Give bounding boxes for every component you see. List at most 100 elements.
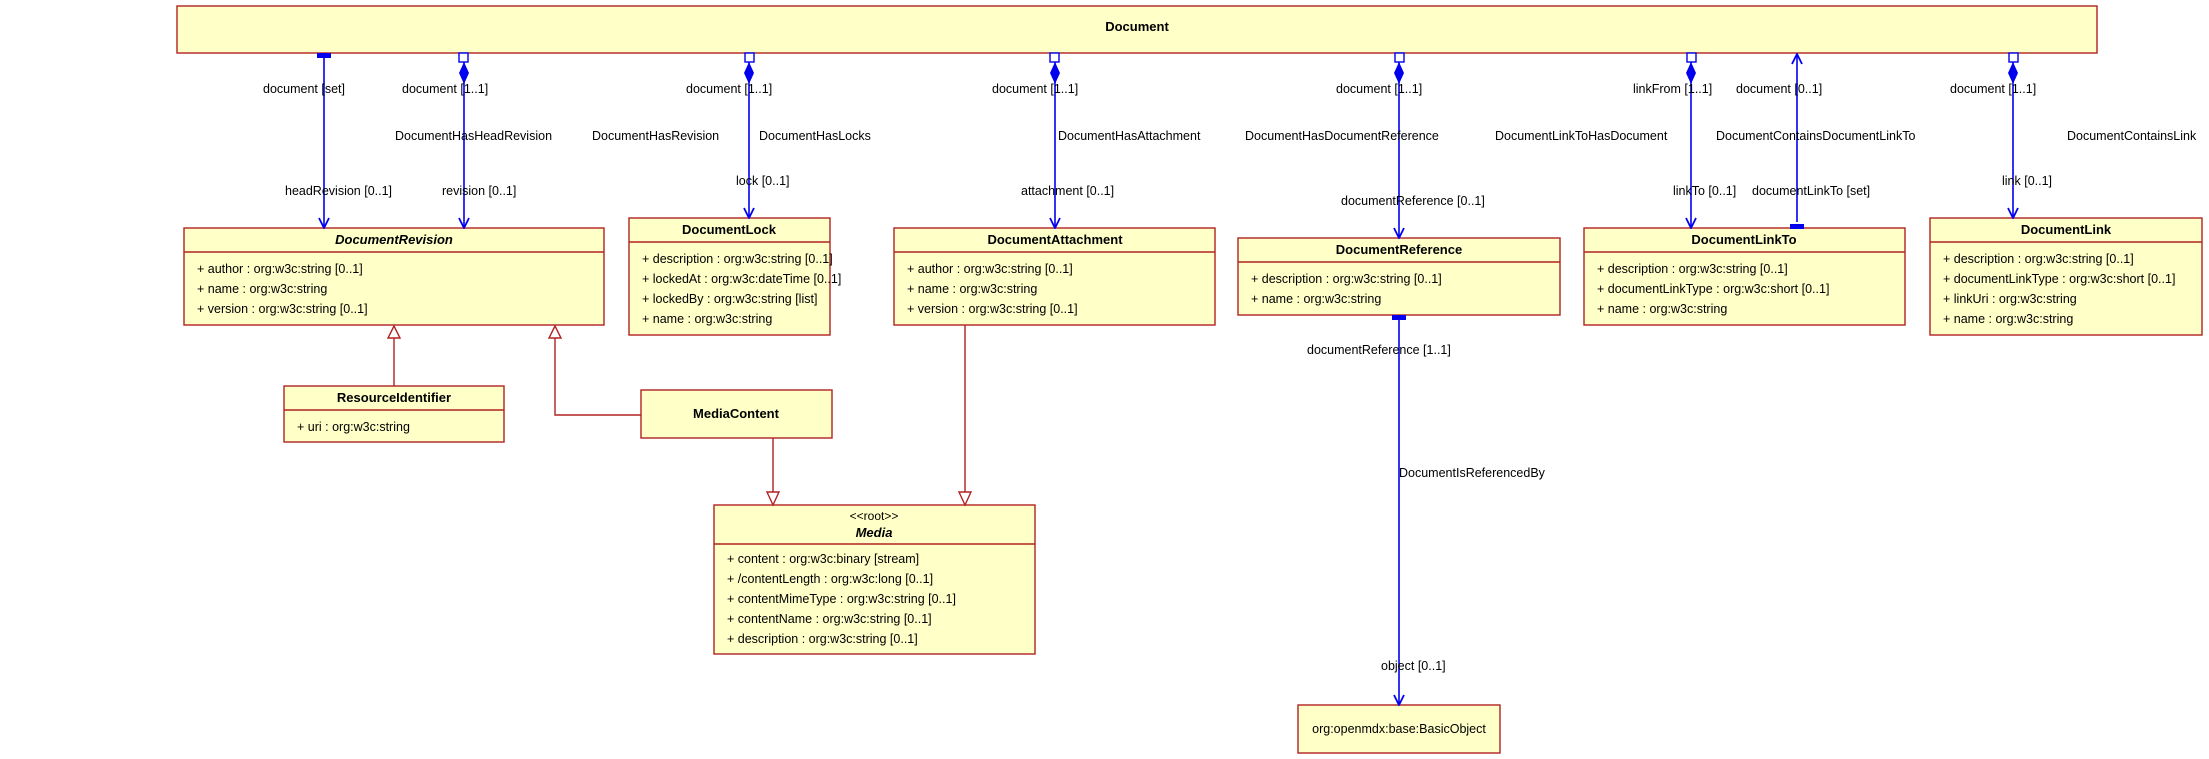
attribute: + version : org:w3c:string [0..1] <box>197 302 368 316</box>
role-link-to: linkTo [0..1] <box>1673 184 1736 198</box>
association-head-revision <box>317 53 331 228</box>
association-name: DocumentHasRevision <box>592 129 719 143</box>
class-document-attachment-title: DocumentAttachment <box>987 232 1123 247</box>
class-media-content[interactable]: MediaContent <box>640 389 833 439</box>
attribute: + name : org:w3c:string <box>642 312 772 326</box>
class-basic-object-title: org:openmdx:base:BasicObject <box>1312 722 1486 736</box>
role-document-reference-source: documentReference [1..1] <box>1307 343 1451 357</box>
attribute: + contentMimeType : org:w3c:string [0..1… <box>727 592 956 606</box>
generalization-media-content-media <box>765 438 781 507</box>
association-end-marker <box>1392 315 1406 320</box>
association-end-marker <box>2008 52 2019 63</box>
association-link-to-has-document <box>1686 52 1697 228</box>
role-document: document [1..1] <box>1950 82 2036 96</box>
role-link-from: linkFrom [1..1] <box>1633 82 1712 96</box>
role-document-set: document [set] <box>263 82 345 96</box>
composition-diamond-icon <box>1050 62 1060 84</box>
composition-diamond-icon <box>459 62 469 84</box>
class-document-title: Document <box>1105 19 1169 34</box>
role-document-link-to: documentLinkTo [set] <box>1752 184 1870 198</box>
class-document-reference[interactable]: DocumentReference + description : org:w3… <box>1237 237 1561 316</box>
association-name: DocumentHasLocks <box>759 129 871 143</box>
class-document-link-title: DocumentLink <box>2021 222 2112 237</box>
attribute: + author : org:w3c:string [0..1] <box>907 262 1073 276</box>
association-name: DocumentContainsLink <box>2067 129 2197 143</box>
association-contains-document-link-to <box>1790 54 1804 229</box>
attribute: + name : org:w3c:string <box>1251 292 1381 306</box>
role-document: document [0..1] <box>1736 82 1822 96</box>
role-object: object [0..1] <box>1381 659 1446 673</box>
class-media-content-title: MediaContent <box>693 406 780 421</box>
class-document-lock-title: DocumentLock <box>682 222 777 237</box>
role-document-reference: documentReference [0..1] <box>1341 194 1485 208</box>
class-document-revision[interactable]: DocumentRevision + author : org:w3c:stri… <box>183 227 605 326</box>
association-end-marker <box>317 53 331 58</box>
attribute: + name : org:w3c:string <box>907 282 1037 296</box>
association-has-locks <box>744 52 755 218</box>
association-end-marker <box>458 52 469 63</box>
attribute: + documentLinkType : org:w3c:short [0..1… <box>1943 272 2175 286</box>
class-document[interactable]: Document <box>176 5 2098 54</box>
role-attachment: attachment [0..1] <box>1021 184 1114 198</box>
class-basic-object[interactable]: org:openmdx:base:BasicObject <box>1297 704 1501 754</box>
role-revision: revision [0..1] <box>442 184 516 198</box>
class-resource-identifier-title: ResourceIdentifier <box>337 390 451 405</box>
composition-diamond-icon <box>744 62 754 84</box>
association-end-marker <box>1686 52 1697 63</box>
attribute: + version : org:w3c:string [0..1] <box>907 302 1078 316</box>
class-media-title: Media <box>856 525 893 540</box>
attribute: + documentLinkType : org:w3c:short [0..1… <box>1597 282 1829 296</box>
association-has-attachment <box>1049 52 1060 228</box>
association-name: DocumentHasDocumentReference <box>1245 129 1439 143</box>
class-media[interactable]: <<root>> Media + content : org:w3c:binar… <box>713 504 1036 655</box>
role-link: link [0..1] <box>2002 174 2052 188</box>
generalization-resource-identifier <box>386 324 402 386</box>
association-name: DocumentLinkToHasDocument <box>1495 129 1668 143</box>
attribute: + lockedAt : org:w3c:dateTime [0..1] <box>642 272 841 286</box>
attribute: + name : org:w3c:string <box>197 282 327 296</box>
association-is-referenced-by <box>1392 315 1406 705</box>
association-end-marker <box>1790 224 1804 229</box>
role-head-revision: headRevision [0..1] <box>285 184 392 198</box>
class-document-revision-title: DocumentRevision <box>335 232 453 247</box>
association-name: DocumentIsReferencedBy <box>1399 466 1546 480</box>
class-document-attachment[interactable]: DocumentAttachment + author : org:w3c:st… <box>893 227 1216 326</box>
attribute: + content : org:w3c:binary [stream] <box>727 552 919 566</box>
attribute: + name : org:w3c:string <box>1597 302 1727 316</box>
association-has-head-revision <box>458 52 469 228</box>
class-document-link-to-title: DocumentLinkTo <box>1691 232 1796 247</box>
class-resource-identifier[interactable]: ResourceIdentifier + uri : org:w3c:strin… <box>283 385 505 443</box>
composition-diamond-icon <box>1686 62 1696 84</box>
class-document-link[interactable]: DocumentLink + description : org:w3c:str… <box>1929 217 2203 336</box>
association-name: DocumentContainsDocumentLinkTo <box>1716 129 1915 143</box>
attribute: + /contentLength : org:w3c:long [0..1] <box>727 572 933 586</box>
role-document: document [1..1] <box>402 82 488 96</box>
attribute: + linkUri : org:w3c:string <box>1943 292 2077 306</box>
attribute: + lockedBy : org:w3c:string [list] <box>642 292 817 306</box>
role-lock: lock [0..1] <box>736 174 790 188</box>
class-document-reference-title: DocumentReference <box>1336 242 1462 257</box>
composition-diamond-icon <box>2008 62 2018 84</box>
composition-diamond-icon <box>1394 62 1404 84</box>
attribute: + description : org:w3c:string [0..1] <box>1597 262 1788 276</box>
attribute: + description : org:w3c:string [0..1] <box>727 632 918 646</box>
generalization-media-content-revision <box>547 324 641 416</box>
association-end-marker <box>1049 52 1060 63</box>
attribute: + name : org:w3c:string <box>1943 312 2073 326</box>
attribute: + description : org:w3c:string [0..1] <box>642 252 833 266</box>
association-contains-link <box>2008 52 2019 218</box>
association-has-document-reference <box>1394 52 1405 238</box>
class-document-link-to[interactable]: DocumentLinkTo + description : org:w3c:s… <box>1583 227 1906 326</box>
association-name: DocumentHasHeadRevision <box>395 129 552 143</box>
attribute: + description : org:w3c:string [0..1] <box>1251 272 1442 286</box>
attribute: + author : org:w3c:string [0..1] <box>197 262 363 276</box>
attribute: + uri : org:w3c:string <box>297 420 410 434</box>
role-document: document [1..1] <box>1336 82 1422 96</box>
association-end-marker <box>744 52 755 63</box>
role-document: document [1..1] <box>992 82 1078 96</box>
attribute: + description : org:w3c:string [0..1] <box>1943 252 2134 266</box>
class-media-stereotype: <<root>> <box>850 509 899 523</box>
class-document-lock[interactable]: DocumentLock + description : org:w3c:str… <box>628 217 841 336</box>
association-name: DocumentHasAttachment <box>1058 129 1201 143</box>
association-end-marker <box>1394 52 1405 63</box>
